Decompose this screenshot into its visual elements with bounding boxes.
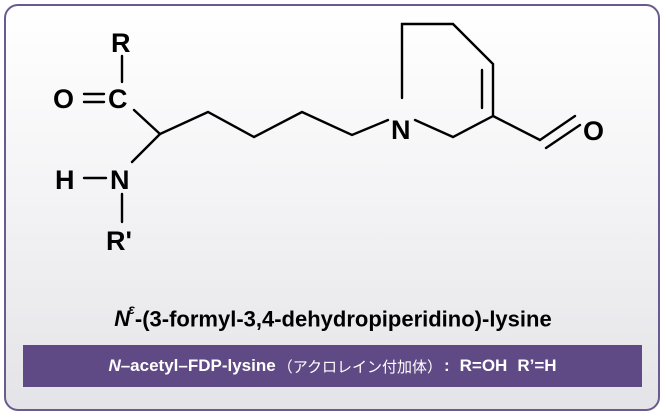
bond-aldehyde-a bbox=[538, 114, 577, 142]
atom-o-carbonyl: O bbox=[53, 84, 74, 114]
banner-name: –acetyl–FDP-lysine bbox=[120, 356, 276, 375]
bond-calpha-n bbox=[130, 132, 162, 164]
atom-n-ring: N bbox=[391, 115, 411, 145]
banner-r-prime-value: R’=H bbox=[517, 356, 557, 375]
derivative-banner: N–acetyl–FDP-lysine（アクロレイン付加体）: R=OH R’=H bbox=[23, 345, 642, 387]
banner-colon: : bbox=[443, 356, 450, 375]
compound-name: Nε-(3-formyl-3,4-dehydropiperidino)-lysi… bbox=[0, 301, 666, 332]
atom-n-amine: N bbox=[110, 165, 130, 195]
bond-aldehyde-b bbox=[544, 123, 582, 150]
compound-name-superscript: ε bbox=[128, 301, 135, 317]
atom-r: R bbox=[111, 28, 131, 58]
banner-prefix: N bbox=[108, 356, 121, 375]
atom-c: C bbox=[108, 84, 128, 114]
banner-r-value: R=OH bbox=[459, 356, 508, 375]
diagram-card bbox=[4, 4, 660, 411]
compound-name-prefix: N bbox=[114, 306, 131, 332]
compound-name-rest: -(3-formyl-3,4-dehydropiperidino)-lysine bbox=[134, 306, 552, 332]
bond-ring bbox=[400, 22, 495, 139]
bond-ring-cho bbox=[491, 114, 542, 142]
bond-side-chain bbox=[158, 110, 390, 139]
atom-h: H bbox=[55, 165, 75, 195]
bond-c-calpha bbox=[132, 108, 162, 136]
atom-o-aldehyde: O bbox=[583, 116, 604, 146]
atom-r-prime: R' bbox=[106, 226, 132, 256]
bonds bbox=[82, 22, 582, 224]
banner-japanese: （アクロレイン付加体） bbox=[277, 358, 442, 376]
